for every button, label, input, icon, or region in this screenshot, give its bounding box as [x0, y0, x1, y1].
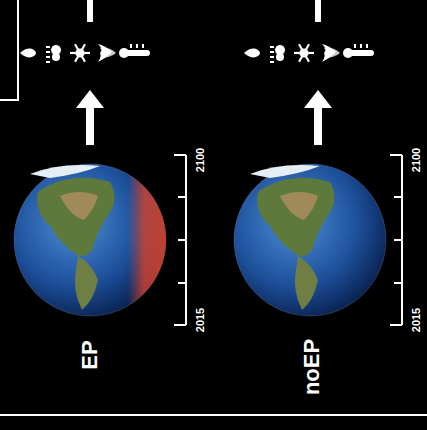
year-label: 2100	[195, 148, 206, 172]
scenario-label: noEP	[301, 339, 323, 395]
year-label: 2100	[411, 148, 422, 172]
year-label: 2015	[195, 308, 206, 332]
scenario-label: EP	[79, 340, 101, 369]
year-label: 2015	[411, 308, 422, 332]
